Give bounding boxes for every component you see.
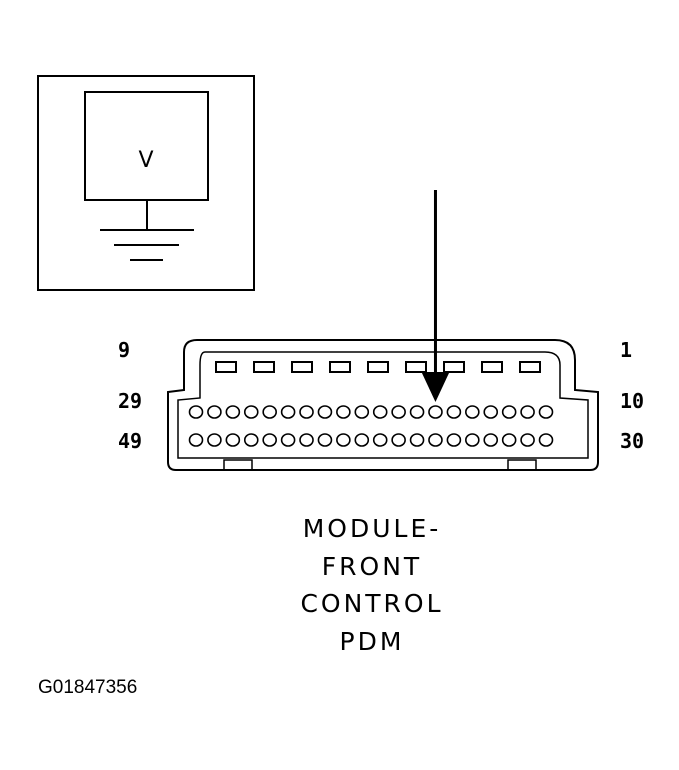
connector-pin	[501, 405, 517, 419]
connector-pin	[538, 405, 554, 419]
module-caption: MODULE- FRONT CONTROL PDM	[300, 514, 443, 656]
connector-pin	[428, 433, 443, 447]
pin-label-top-right: 1	[620, 338, 632, 362]
connector-pin	[483, 433, 499, 447]
connector-slot	[481, 361, 503, 373]
caption-line-3: CONTROL	[300, 589, 443, 618]
connector-pin	[465, 433, 480, 447]
connector-pin	[317, 405, 333, 419]
connector-pin	[188, 433, 204, 447]
connector-slot	[443, 361, 465, 373]
connector-pin	[225, 433, 241, 447]
caption-line-4: PDM	[340, 627, 405, 656]
connector-inner-outline	[177, 351, 589, 459]
connector-slot	[215, 361, 237, 373]
connector-pin	[317, 433, 333, 447]
connector-slot	[519, 361, 541, 373]
pin-label-bottom-right: 30	[620, 429, 644, 453]
connector-pin	[336, 405, 351, 419]
caption-line-1: MODULE-	[303, 514, 442, 543]
connector-pin	[446, 433, 462, 447]
pin-label-mid-right: 10	[620, 389, 644, 413]
figure-id: G01847356	[38, 677, 137, 698]
connector-pin	[299, 433, 314, 447]
connector-pin	[262, 405, 277, 419]
voltmeter-box: V	[37, 75, 255, 291]
connector-pin	[225, 405, 241, 419]
connector-pin	[501, 433, 517, 447]
connector-pin	[243, 433, 259, 447]
connector-pin	[520, 433, 535, 447]
middle-row-pins	[188, 405, 554, 419]
connector-slot	[367, 361, 389, 373]
connector-pin	[409, 433, 425, 447]
voltmeter-display	[84, 91, 209, 201]
connector-slot	[405, 361, 427, 373]
connector-pin	[465, 405, 480, 419]
connector-pin	[207, 405, 222, 419]
ground-icon	[100, 200, 194, 261]
caption-line-2: FRONT	[322, 552, 422, 581]
connector-pin	[262, 433, 277, 447]
voltmeter-frame	[37, 75, 255, 291]
connector-pin	[446, 405, 462, 419]
connector-pin	[243, 405, 259, 419]
connector-slot	[329, 361, 351, 373]
connector-pin	[354, 405, 370, 419]
pin-label-top-left: 9	[118, 338, 130, 362]
connector-pin	[391, 433, 406, 447]
bottom-row-pins	[188, 433, 554, 447]
pin-label-bottom-left: 49	[118, 429, 142, 453]
connector-pin	[299, 405, 314, 419]
connector-outer-outline	[167, 339, 599, 471]
probe-arrow	[421, 190, 450, 402]
connector-pin	[336, 433, 351, 447]
connector-pin	[391, 405, 406, 419]
top-row-slots	[215, 361, 541, 373]
connector-latch-left	[223, 459, 253, 471]
connector-pin	[188, 405, 204, 419]
connector-pin	[354, 433, 370, 447]
connector-pin	[428, 405, 443, 419]
connector-slot	[253, 361, 275, 373]
voltmeter-symbol: V	[138, 148, 153, 173]
connector-slot	[291, 361, 313, 373]
connector	[167, 339, 599, 471]
connector-pin	[207, 433, 222, 447]
connector-pin	[520, 405, 535, 419]
connector-pin	[280, 405, 296, 419]
connector-pin	[409, 405, 425, 419]
connector-pin	[538, 433, 554, 447]
connector-pin	[372, 433, 388, 447]
pin-label-mid-left: 29	[118, 389, 142, 413]
connector-pin	[372, 405, 388, 419]
connector-latch-right	[507, 459, 537, 471]
connector-pin	[280, 433, 296, 447]
connector-pin	[483, 405, 499, 419]
